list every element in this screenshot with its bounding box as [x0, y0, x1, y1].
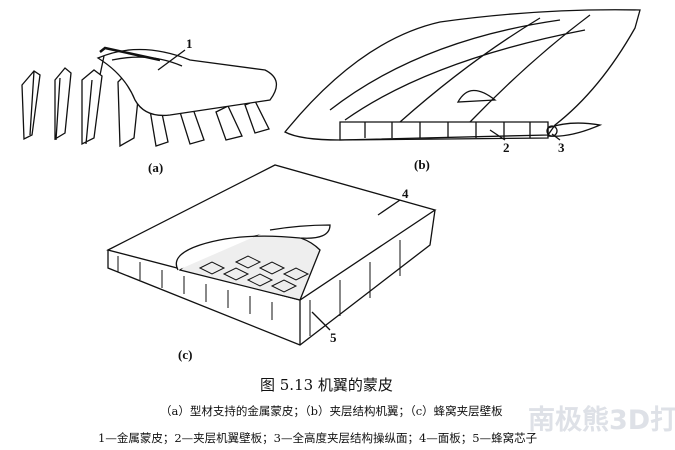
callout-1: 1: [186, 36, 193, 51]
sandwich-wing: [283, 9, 641, 141]
callout-4: 4: [402, 186, 409, 201]
figure-title: 图 5.13 机翼的蒙皮: [260, 376, 393, 394]
metal-skin: [96, 48, 277, 117]
figure-subtitle: （a）型材支持的金属蒙皮；（b）夹层结构机翼；（c）蜂窝夹层壁板: [160, 404, 503, 418]
honeycomb-panel: [106, 164, 437, 346]
watermark: 南极熊3D打印: [528, 405, 675, 436]
callout-5: 5: [330, 330, 337, 345]
panel-label-c: (c): [178, 347, 193, 362]
callout-3: 3: [558, 140, 565, 155]
callout-2: 2: [503, 140, 510, 155]
panel-label-a: (a): [148, 160, 164, 175]
figure-legend: 1—金属蒙皮；2—夹层机翼壁板；3—全高度夹层结构操纵面；4—面板；5—蜂窝芯子: [98, 431, 538, 445]
panel-label-b: (b): [414, 157, 430, 172]
